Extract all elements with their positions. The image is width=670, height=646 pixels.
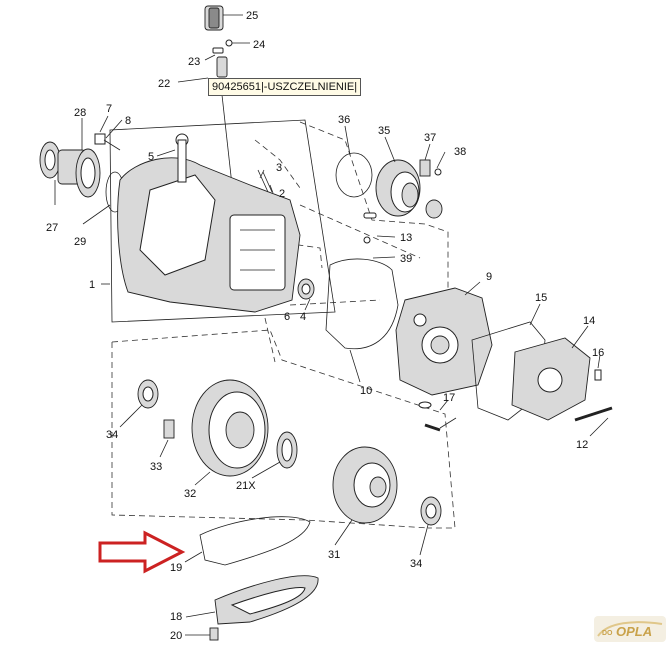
label-35: 35 bbox=[378, 125, 390, 137]
label-20: 20 bbox=[170, 630, 182, 642]
part-18-oil-pan bbox=[214, 575, 319, 625]
label-29: 29 bbox=[74, 236, 86, 248]
part-14-cover bbox=[511, 337, 591, 421]
label-2: 2 bbox=[279, 188, 285, 200]
leader-lines bbox=[54, 14, 609, 636]
label-31: 31 bbox=[328, 549, 340, 561]
label-9: 9 bbox=[486, 271, 492, 283]
label-22: 22 bbox=[158, 78, 170, 90]
label-4: 4 bbox=[300, 311, 306, 323]
part-33-bolt bbox=[163, 419, 175, 439]
label-1: 1 bbox=[89, 279, 95, 291]
part-38-bolt bbox=[434, 168, 442, 176]
housing-frame bbox=[109, 119, 336, 323]
label-37: 37 bbox=[424, 132, 436, 144]
label-10: 10 bbox=[360, 385, 372, 397]
part-24-pin bbox=[225, 39, 233, 47]
label-34-left: 34 bbox=[106, 429, 118, 441]
part-10-gasket bbox=[325, 258, 399, 350]
label-27: 27 bbox=[46, 222, 58, 234]
part-12-bolt bbox=[574, 406, 613, 422]
part-19-gasket bbox=[199, 516, 311, 566]
part-32-ring-gear bbox=[191, 379, 269, 477]
label-38: 38 bbox=[454, 146, 466, 158]
label-28: 28 bbox=[74, 107, 86, 119]
part-39-dowel bbox=[363, 236, 371, 244]
part-37-sensor bbox=[419, 159, 431, 177]
label-18: 18 bbox=[170, 611, 182, 623]
label-25: 25 bbox=[246, 10, 258, 22]
part-31-differential bbox=[332, 446, 398, 524]
label-14: 14 bbox=[583, 315, 595, 327]
label-34-right: 34 bbox=[410, 558, 422, 570]
part-tooltip: 90425651|-USZCZELNIENIE| bbox=[208, 78, 362, 96]
label-33: 33 bbox=[150, 461, 162, 473]
part-34-seal-right bbox=[420, 496, 442, 526]
part-23-shaft bbox=[216, 56, 228, 78]
callout-labels: 25 24 23 22 7 28 8 36 35 37 38 5 3 2 1 2… bbox=[46, 10, 604, 642]
label-13: 13 bbox=[400, 232, 412, 244]
label-15: 15 bbox=[535, 292, 547, 304]
label-3: 3 bbox=[276, 162, 282, 174]
logo-prefix: DO bbox=[602, 630, 613, 637]
label-32: 32 bbox=[184, 488, 196, 500]
label-8: 8 bbox=[125, 115, 131, 127]
logo-text: OPLA bbox=[616, 624, 652, 639]
part-36-snap-ring bbox=[335, 152, 373, 198]
red-arrow-icon bbox=[98, 530, 186, 574]
label-16: 16 bbox=[592, 347, 604, 359]
label-5: 5 bbox=[148, 151, 154, 163]
part-13-pin bbox=[363, 212, 377, 219]
label-21x: 21X bbox=[236, 480, 256, 492]
label-7: 7 bbox=[106, 103, 112, 115]
label-6: 6 bbox=[284, 311, 290, 323]
part-17-bolt bbox=[424, 423, 441, 432]
dashed-frame-gearbox bbox=[111, 329, 456, 529]
label-23: 23 bbox=[188, 56, 200, 68]
part-27-actuator bbox=[39, 141, 101, 198]
doopla-logo: DO OPLA bbox=[594, 616, 666, 642]
part-7-bolt bbox=[94, 133, 106, 145]
label-19: 19 bbox=[170, 562, 182, 574]
part-35-bearing bbox=[375, 159, 421, 217]
label-36: 36 bbox=[338, 114, 350, 126]
part-16-bolt bbox=[594, 369, 602, 381]
label-24: 24 bbox=[253, 39, 265, 51]
part-9-cover bbox=[395, 287, 493, 396]
label-39: 39 bbox=[400, 253, 412, 265]
label-17: 17 bbox=[443, 392, 455, 404]
label-12: 12 bbox=[576, 439, 588, 451]
part-34-seal-left bbox=[137, 379, 159, 409]
part-1-housing bbox=[117, 133, 301, 313]
part-20-bolt bbox=[209, 627, 219, 641]
